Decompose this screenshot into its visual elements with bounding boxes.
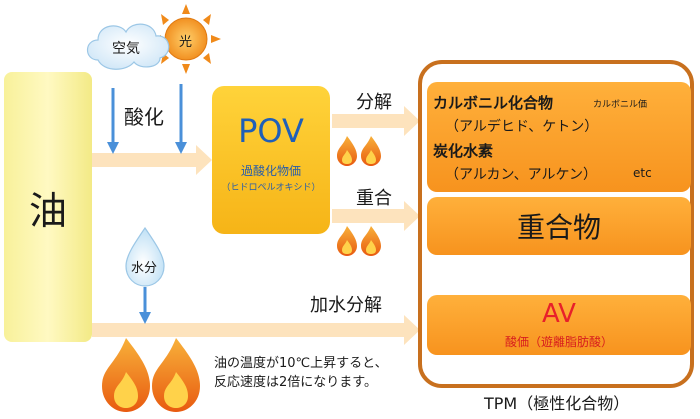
large-flame-icon bbox=[152, 338, 200, 412]
carbonyl-value-label: カルボニル価 bbox=[593, 100, 648, 110]
oil-to-pov-arrow bbox=[92, 145, 212, 175]
hydrocarbon-label: 炭化水素 bbox=[433, 142, 494, 160]
water-label: 水分 bbox=[131, 261, 158, 276]
water-drop-icon bbox=[125, 226, 165, 287]
pov-note: （ヒドロペルオキシド） bbox=[221, 183, 321, 193]
flame-icon bbox=[337, 136, 357, 166]
av-box: AV 酸価（遊離脂肪酸） bbox=[427, 295, 691, 355]
hydrolysis-label: 加水分解 bbox=[310, 295, 382, 316]
aldehyde-ketone-label: （アルデヒド、ケトン） bbox=[445, 119, 599, 135]
etc-label: etc bbox=[633, 166, 652, 180]
pov-subtitle: 過酸化物価 bbox=[240, 164, 301, 178]
tpm-frame bbox=[418, 60, 694, 388]
polymer-box: 重合物 bbox=[427, 197, 691, 255]
oil-label: 油 bbox=[28, 188, 67, 233]
carbonyl-box: カルボニル化合物 カルボニル価 （アルデヒド、ケトン） 炭化水素 （アルカン、ア… bbox=[427, 82, 691, 192]
temperature-note-line1: 油の温度が10℃上昇すると、 bbox=[214, 356, 388, 371]
large-flame-icon bbox=[102, 338, 150, 412]
flame-icon bbox=[337, 226, 357, 256]
decomposition-arrow bbox=[332, 106, 420, 136]
oil-box: 油 bbox=[4, 72, 92, 342]
decomposition-label: 分解 bbox=[356, 92, 392, 113]
pov-title: POV bbox=[238, 112, 304, 150]
flame-icon bbox=[361, 136, 381, 166]
polymerization-label: 重合 bbox=[356, 188, 392, 209]
polymerization-arrow bbox=[332, 201, 420, 231]
air-label: 空気 bbox=[112, 41, 140, 57]
sun-icon bbox=[151, 4, 221, 74]
oxidation-label: 酸化 bbox=[124, 105, 164, 129]
tpm-label: TPM（極性化合物） bbox=[480, 390, 634, 414]
temperature-note-line2: 反応速度は2倍になります。 bbox=[214, 375, 377, 390]
polymer-label: 重合物 bbox=[516, 211, 601, 244]
flame-icon bbox=[361, 226, 381, 256]
av-subtitle: 酸価（遊離脂肪酸） bbox=[504, 335, 613, 349]
av-title: AV bbox=[542, 299, 576, 329]
carbonyl-label: カルボニル化合物 bbox=[433, 94, 554, 112]
alkane-alkene-label: （アルカン、アルケン） bbox=[445, 167, 598, 183]
light-label: 光 bbox=[179, 35, 193, 50]
hydrolysis-arrow bbox=[92, 315, 420, 345]
pov-box: POV 過酸化物価 （ヒドロペルオキシド） bbox=[212, 86, 330, 234]
cloud-icon bbox=[86, 23, 170, 70]
